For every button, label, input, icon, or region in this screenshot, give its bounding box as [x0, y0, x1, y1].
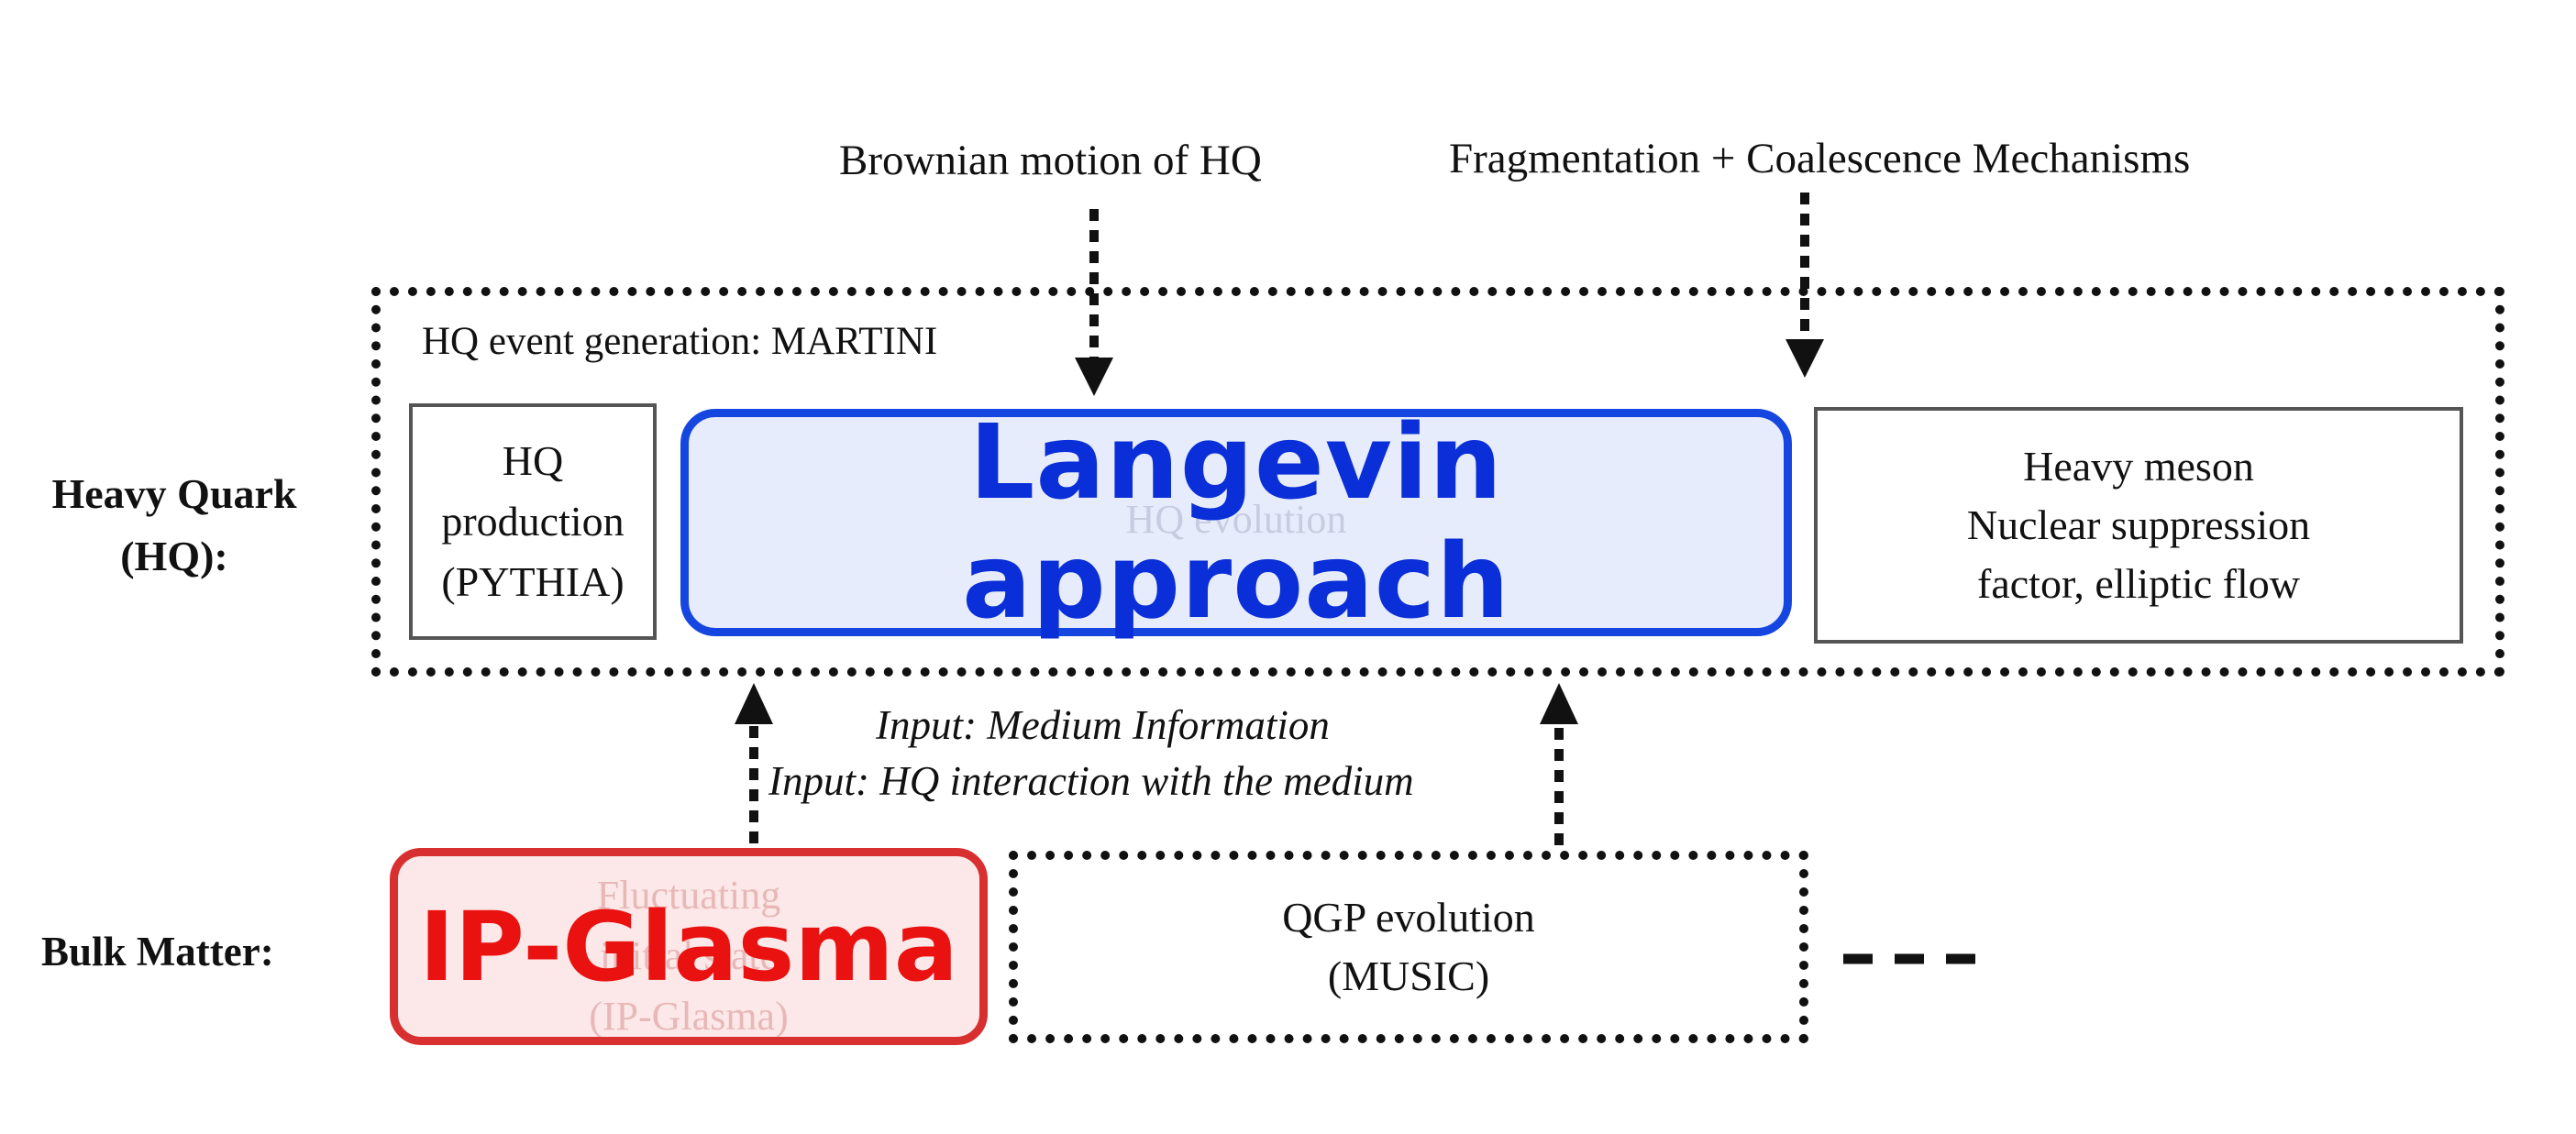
- langevin-approach-label: Langevin approach: [962, 403, 1510, 642]
- qgp-evolution-box: QGP evolution (MUSIC): [1009, 851, 1808, 1043]
- bulk-matter-row-label: Bulk Matter:: [41, 929, 274, 974]
- qgp-line2: (MUSIC): [1327, 952, 1490, 999]
- heavy-meson-line1: Heavy meson: [2023, 443, 2254, 490]
- heavy-quark-row-label: Heavy Quark (HQ):: [18, 463, 330, 588]
- fragmentation-label: Fragmentation + Coalescence Mechanisms: [1449, 135, 2191, 182]
- initial-state-underlay-text: Fluctuating initial state (IP-Glasma): [398, 865, 979, 1039]
- fragmentation-arrow-head: [1786, 339, 1824, 378]
- heavy-meson-box: Heavy meson Nuclear suppression factor, …: [1814, 407, 2463, 644]
- hq-production-line3: (PYTHIA): [441, 558, 625, 605]
- underlay-line1: Fluctuating: [596, 873, 781, 918]
- input-medium-information-label: Input: Medium Information: [876, 702, 1330, 748]
- hq-evolution-underlay-text: HQ evolution: [1125, 497, 1347, 542]
- brownian-arrow-head: [1075, 358, 1113, 396]
- hq-production-box: HQ production (PYTHIA): [409, 403, 657, 640]
- qgp-line1: QGP evolution: [1282, 894, 1535, 941]
- heavy-meson-line3: factor, elliptic flow: [1977, 560, 2300, 607]
- brownian-motion-label: Brownian motion of HQ: [839, 137, 1262, 184]
- hq-production-line1: HQ: [502, 437, 564, 484]
- input-hq-interaction-label: Input: HQ interaction with the medium: [768, 758, 1414, 804]
- heavy-meson-line2: Nuclear suppression: [1966, 501, 2311, 548]
- heavy-quark-label-line1: Heavy Quark: [51, 470, 297, 517]
- hq-production-line2: production: [441, 498, 625, 545]
- qgp-input-arrow-head: [1540, 683, 1578, 724]
- underlay-line2: initial state: [599, 933, 779, 978]
- heavy-quark-label-line2: (HQ):: [120, 533, 228, 579]
- langevin-approach-box: HQ evolution Langevin approach: [680, 403, 1792, 642]
- hq-event-generation-group: [371, 287, 2504, 677]
- ip-glasma-box: Fluctuating initial state (IP-Glasma) IP…: [390, 848, 988, 1045]
- underlay-line3: (IP-Glasma): [589, 994, 789, 1039]
- ipglasma-input-arrow-head: [735, 683, 773, 724]
- hq-group-title: HQ event generation: MARTINI: [422, 320, 938, 363]
- ip-glasma-label: IP-Glasma: [419, 890, 958, 1003]
